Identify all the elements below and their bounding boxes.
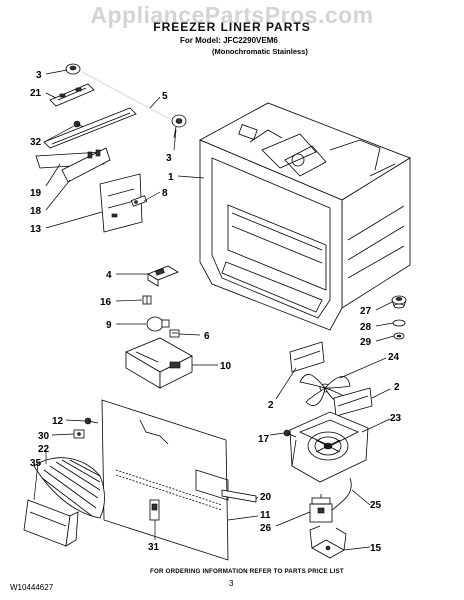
slide-bracket — [35, 147, 111, 183]
front-grille — [33, 457, 105, 519]
nut-29 — [393, 332, 405, 340]
callout-22: 22 — [38, 444, 50, 455]
leader-lines — [33, 69, 395, 551]
callout-30: 30 — [38, 431, 50, 442]
insulation-pad-upper — [289, 341, 325, 373]
bearing-top — [65, 63, 81, 75]
callout-2-right: 2 — [394, 382, 400, 393]
callout-18: 18 — [30, 206, 42, 217]
slide-rail-upper — [49, 83, 95, 107]
callout-9: 9 — [106, 320, 112, 331]
callout-35: 35 — [30, 458, 42, 469]
light-socket — [169, 329, 180, 338]
freezer-liner — [199, 102, 411, 331]
page-title: FREEZER LINER PARTS — [153, 20, 311, 34]
insulation-pad-lower — [333, 387, 373, 417]
callout-29: 29 — [360, 337, 372, 348]
callout-11: 11 — [260, 510, 271, 521]
clip-16 — [142, 295, 152, 305]
clip-30 — [73, 429, 85, 439]
callout-12: 12 — [52, 416, 64, 427]
grommet-27 — [391, 295, 407, 309]
callout-13: 13 — [30, 224, 42, 235]
callout-4: 4 — [106, 270, 112, 281]
light-housing — [147, 265, 179, 287]
page-number: 3 — [229, 579, 234, 588]
callout-2-left: 2 — [268, 400, 274, 411]
callout-3-lower: 3 — [166, 153, 172, 164]
callout-10: 10 — [220, 361, 232, 372]
light-bulb — [146, 316, 170, 332]
watermark: AppliancePartsPros.com — [90, 2, 374, 28]
callout-19: 19 — [30, 188, 42, 199]
callout-17: 17 — [258, 434, 270, 445]
grille-cover — [23, 499, 79, 547]
fastener-31 — [149, 499, 160, 521]
callout-32: 32 — [30, 137, 42, 148]
callout-16: 16 — [100, 297, 112, 308]
ordering-note: FOR ORDERING INFORMATION REFER TO PARTS … — [150, 568, 344, 575]
variant-line: (Monochromatic Stainless) — [212, 47, 308, 56]
callout-27: 27 — [360, 306, 372, 317]
callout-23: 23 — [390, 413, 402, 424]
callout-25: 25 — [370, 500, 382, 511]
fan-shroud — [289, 411, 369, 483]
callout-labels: 3 21 5 32 3 1 8 19 18 13 4 16 9 6 10 27 … — [30, 70, 402, 554]
callout-1: 1 — [168, 172, 174, 183]
washer-28 — [392, 319, 406, 327]
side-cover-panel — [99, 173, 143, 233]
callout-21: 21 — [30, 88, 42, 99]
callout-28: 28 — [360, 322, 372, 333]
rear-cover-panel — [101, 399, 229, 561]
callout-26: 26 — [260, 523, 272, 534]
control-housing — [125, 337, 193, 389]
callout-5: 5 — [162, 91, 168, 102]
callout-20: 20 — [260, 492, 272, 503]
screw-12 — [84, 417, 99, 425]
motor-wire — [331, 477, 352, 511]
callout-24: 24 — [388, 352, 400, 363]
clip-8 — [130, 195, 148, 207]
callout-6: 6 — [204, 331, 210, 342]
bearing-lower — [171, 114, 187, 139]
callout-15: 15 — [370, 543, 382, 554]
model-line: For Model: JFC2290VEM6 — [180, 36, 278, 45]
callout-3-top: 3 — [36, 70, 42, 81]
document-number: W10444627 — [10, 583, 54, 592]
fan-motor — [309, 494, 333, 523]
callout-8: 8 — [162, 188, 168, 199]
screw-17 — [283, 429, 297, 438]
callout-31: 31 — [148, 542, 160, 553]
gasket-strip-20 — [221, 489, 257, 503]
motor-bracket — [309, 525, 347, 559]
